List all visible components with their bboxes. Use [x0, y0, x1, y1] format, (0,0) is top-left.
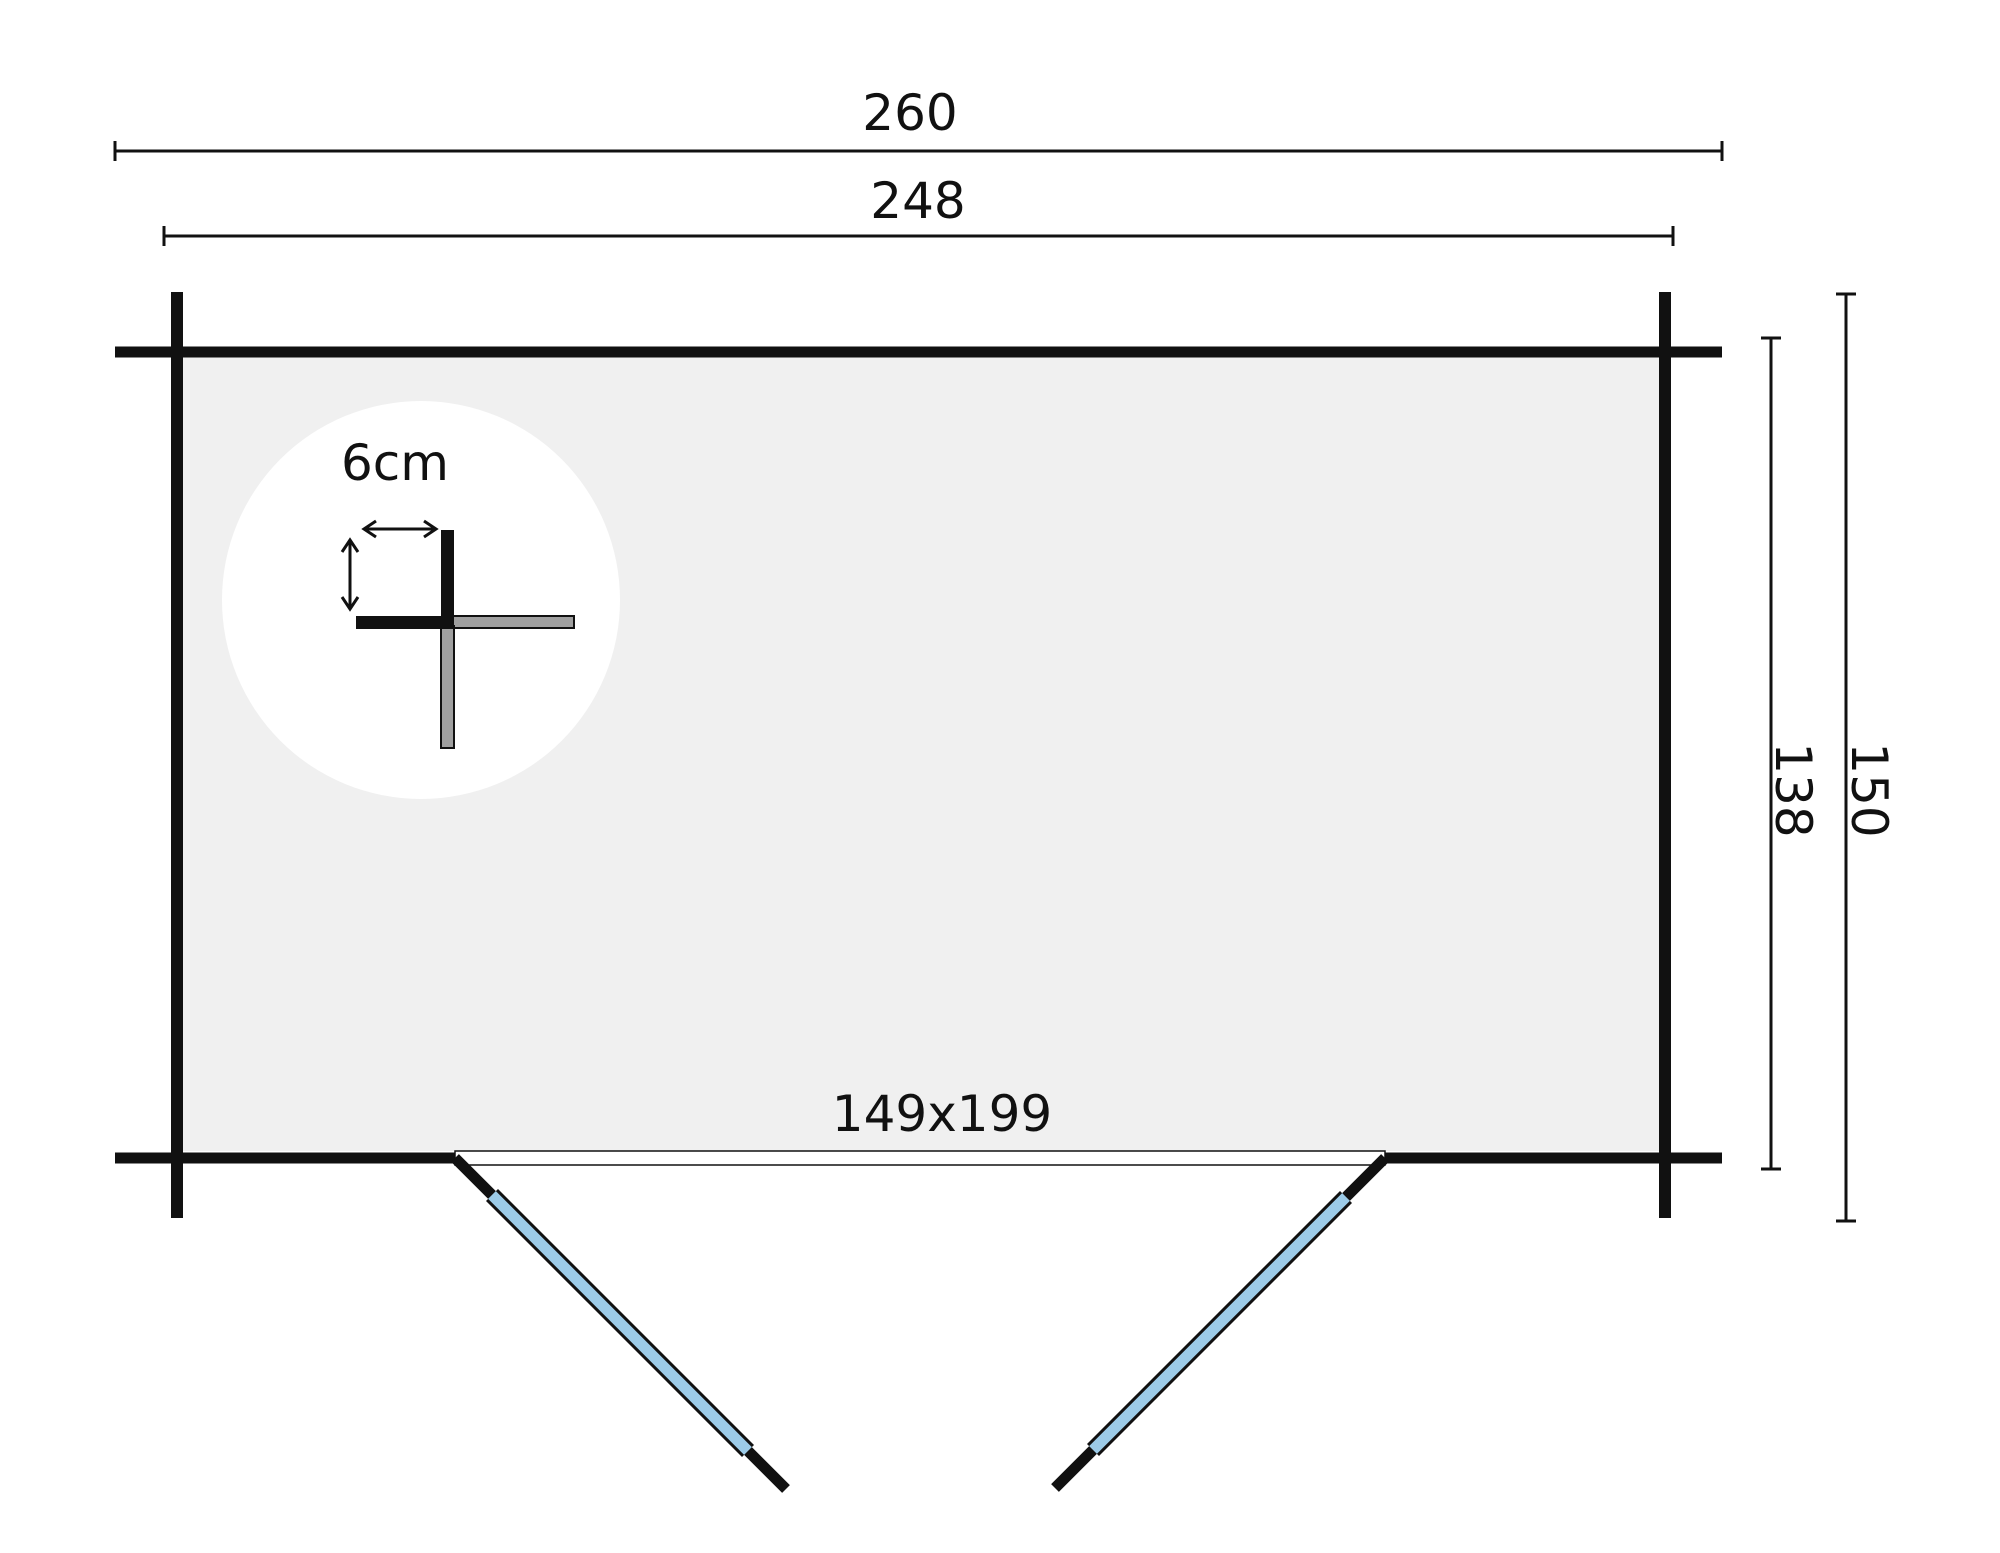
wall-thickness-detail: 6cm [222, 401, 620, 799]
log-black-vertical [441, 530, 454, 629]
right-door-leaf [1051, 1154, 1389, 1492]
left-door-leaf [451, 1154, 790, 1493]
log-grey-horizontal [447, 615, 575, 629]
detail-circle [222, 401, 620, 799]
wall-thickness-label: 6cm [341, 434, 449, 492]
outer-width-label: 260 [862, 84, 957, 142]
door-threshold [454, 1150, 1386, 1166]
door-opening-label: 149x199 [832, 1085, 1052, 1143]
outer-depth-label: 150 [1840, 742, 1898, 837]
double-arrow-vertical-icon [340, 537, 360, 612]
inner-depth-dimension: 138 [1761, 336, 1822, 1171]
log-black-horizontal [356, 616, 454, 629]
log-grey-vertical [440, 625, 455, 749]
inner-depth-label: 138 [1764, 742, 1822, 837]
outer-width-dimension: 260 [113, 84, 1724, 161]
outer-depth-dimension: 150 [1836, 292, 1898, 1223]
inner-width-dimension: 248 [162, 172, 1675, 246]
double-arrow-horizontal-icon [361, 519, 439, 539]
inner-width-label: 248 [870, 172, 965, 230]
